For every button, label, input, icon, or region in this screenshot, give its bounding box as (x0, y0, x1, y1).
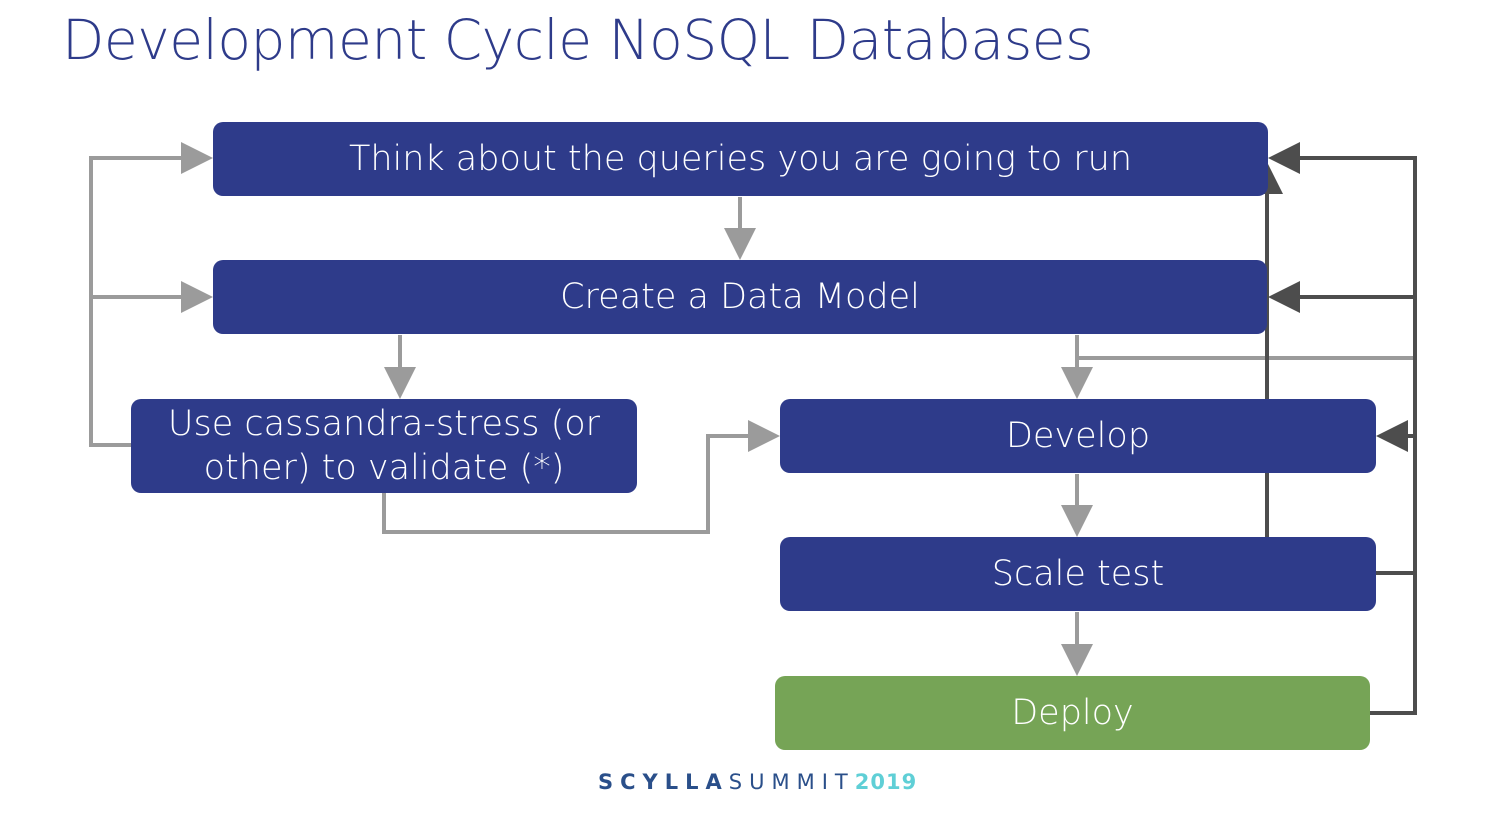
arrow-scale-to-think (1251, 162, 1415, 575)
step-label-line2: other) to validate (*) (203, 448, 565, 488)
step-scale-test: Scale test (780, 537, 1376, 611)
step-validate: Use cassandra-stress (or other) to valid… (131, 399, 637, 493)
arrow-validate-to-develop (382, 420, 780, 534)
step-label: Create a Data Model (560, 277, 920, 317)
step-think-queries: Think about the queries you are going to… (213, 122, 1268, 196)
arrow-validate-loop-think (89, 142, 213, 447)
step-label: Deploy (1011, 693, 1134, 733)
footer-year: 2019 (854, 770, 918, 794)
footer-logo: SCYLLASUMMIT2019 (598, 770, 917, 794)
step-label: Develop (1005, 416, 1151, 456)
footer-summit: SUMMIT (728, 770, 855, 794)
step-develop: Develop (780, 399, 1376, 473)
step-label-line1: Use cassandra-stress (or (167, 404, 601, 444)
footer-scylla: SCYLLA (598, 770, 729, 794)
step-create-data-model: Create a Data Model (213, 260, 1267, 334)
step-deploy: Deploy (775, 676, 1370, 750)
step-label: Think about the queries you are going to… (348, 139, 1133, 179)
slide-title: Development Cycle NoSQL Databases (62, 8, 1094, 72)
step-label: Scale test (991, 554, 1165, 594)
